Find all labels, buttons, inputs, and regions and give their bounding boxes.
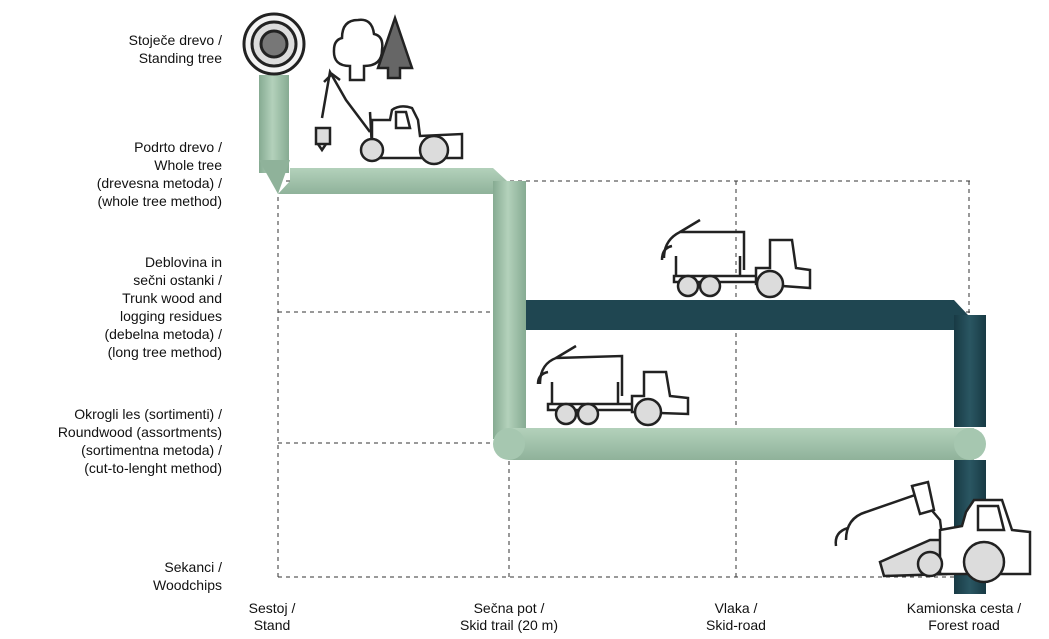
harvester-icon xyxy=(314,68,464,166)
row-label-standing-tree: Stoječe drevo / Standing tree xyxy=(129,31,222,67)
path-segment xyxy=(954,315,986,427)
column-label-line: Sečna pot / xyxy=(473,600,545,616)
column-label-line: Kamionska cesta / xyxy=(906,600,1022,616)
path-segment xyxy=(493,181,526,439)
path-segment xyxy=(259,160,290,194)
row-label-line: Sekanci / xyxy=(164,559,222,575)
row-label-line: Deblovina in xyxy=(144,254,222,270)
trees-icon xyxy=(332,14,414,82)
row-label-line: Stoječe drevo / xyxy=(128,32,222,48)
column-label-skid-trail: Sečna pot / Skid trail (20 m) xyxy=(460,600,558,634)
row-label-line: Okrogli les (sortimenti) / xyxy=(74,406,222,422)
row-label-line: Whole tree xyxy=(154,157,222,173)
row-label-line: (sortimentna metoda) / xyxy=(81,442,222,458)
row-label-line: (long tree method) xyxy=(107,344,222,360)
row-label-line: (debelna metoda) / xyxy=(104,326,222,342)
row-label-line: Podrto drevo / xyxy=(134,139,222,155)
row-label-line: sečni ostanki / xyxy=(133,272,222,288)
path-segment xyxy=(278,168,507,194)
column-label-line: Skid-road xyxy=(706,617,766,633)
row-label-line: (cut-to-lenght method) xyxy=(84,460,222,476)
column-label-line: Stand xyxy=(253,617,291,633)
row-label-line: (whole tree method) xyxy=(97,193,222,209)
grid-lines xyxy=(277,180,970,578)
path-joint xyxy=(493,428,525,460)
column-label-forest-road: Kamionska cesta / Forest road xyxy=(907,600,1021,634)
tree-stump-icon xyxy=(242,12,306,76)
row-label-line: Woodchips xyxy=(152,577,222,593)
row-label-trunk-wood: Deblovina in sečni ostanki / Trunk wood … xyxy=(104,253,222,361)
row-label-line: Roundwood (assortments) xyxy=(57,424,222,440)
path-segment xyxy=(508,428,974,460)
column-label-skid-road: Vlaka / Skid-road xyxy=(706,600,766,634)
row-label-line: (drevesna metoda) / xyxy=(96,175,222,191)
column-label-stand: Sestoj / Stand xyxy=(249,600,296,634)
column-label-line: Sestoj / xyxy=(248,600,296,616)
path-joint xyxy=(954,428,986,460)
path-segment xyxy=(259,75,289,173)
row-label-line: logging residues xyxy=(120,308,222,324)
forwarder-icon xyxy=(660,218,812,299)
path-segment xyxy=(526,300,954,330)
column-label-line: Forest road xyxy=(928,617,1000,633)
column-label-line: Skid trail (20 m) xyxy=(459,617,559,633)
forwarder-icon xyxy=(536,344,690,427)
row-label-whole-tree: Podrto drevo / Whole tree (drevesna meto… xyxy=(97,138,222,210)
row-label-line: Standing tree xyxy=(138,50,222,66)
light-flow-path xyxy=(259,75,986,460)
column-label-line: Vlaka / xyxy=(714,600,758,616)
row-label-woodchips: Sekanci / Woodchips xyxy=(153,558,222,594)
row-label-roundwood: Okrogli les (sortimenti) / Roundwood (as… xyxy=(58,405,222,477)
chipper-icon xyxy=(834,480,1032,584)
row-label-line: Trunk wood and xyxy=(122,290,222,306)
